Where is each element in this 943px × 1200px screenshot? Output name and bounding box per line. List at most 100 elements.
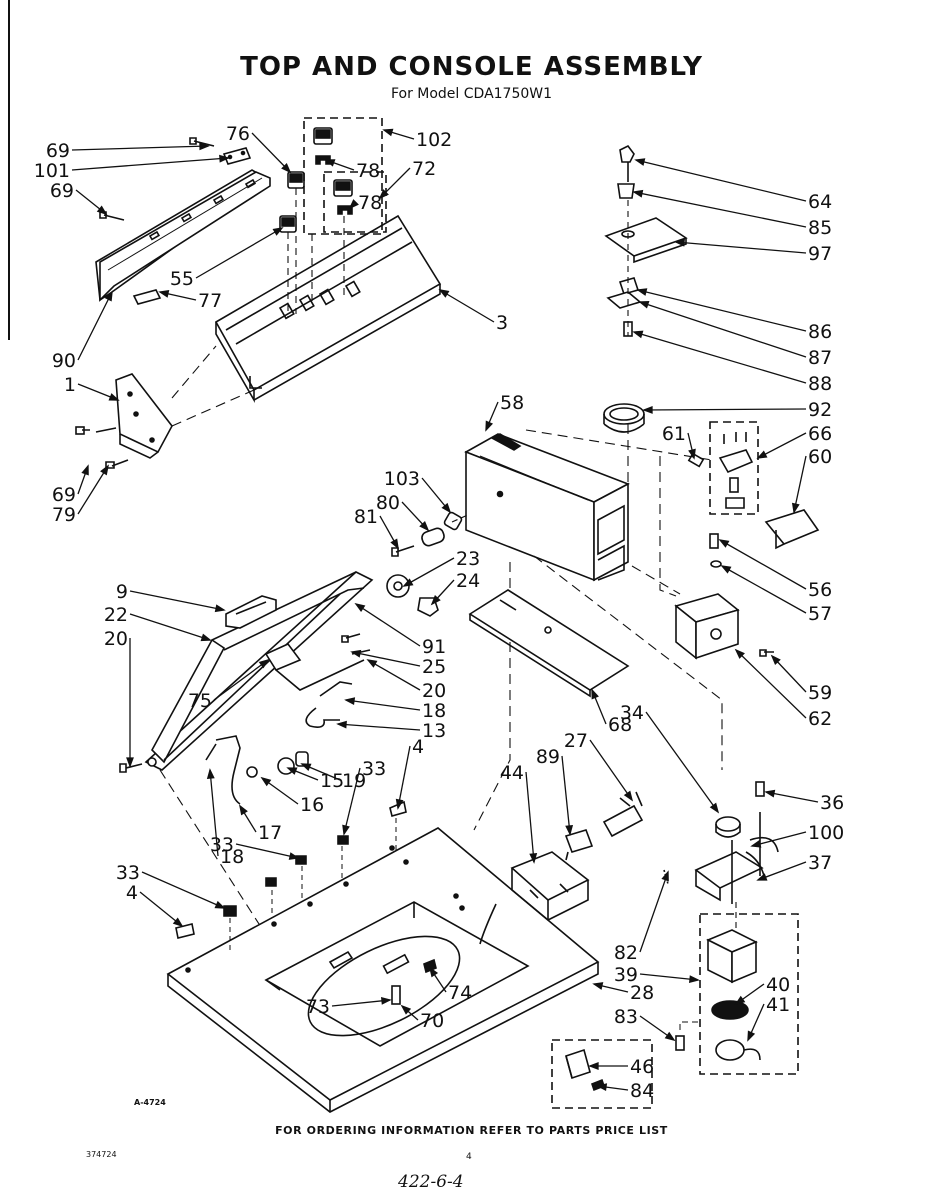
callout-arrowhead	[591, 688, 599, 700]
callout-label: 85	[808, 217, 832, 239]
callout-leader	[639, 871, 669, 953]
callout-leader	[129, 590, 225, 611]
callout-arrowhead	[172, 917, 184, 928]
callout-label: 75	[188, 690, 212, 712]
callout-arrowhead	[485, 420, 494, 432]
callout-label: 55	[170, 268, 194, 290]
callout-arrowhead	[632, 189, 644, 198]
callout-arrowhead	[390, 538, 399, 550]
callout-leader	[343, 767, 361, 835]
callout-label: 79	[52, 504, 76, 526]
callout-leader	[235, 843, 299, 859]
callout-leader	[209, 769, 219, 857]
switch-group-72	[323, 171, 387, 233]
callout-arrowhead	[674, 238, 685, 247]
callout-leader	[639, 301, 807, 358]
callout-label: 64	[808, 191, 832, 213]
callout-arrowhead	[638, 300, 650, 309]
callout-label: 76	[226, 123, 250, 145]
callout-leader	[643, 408, 807, 411]
callout-leader	[331, 999, 391, 1007]
callout-arrowhead	[688, 448, 696, 460]
callout-label: 20	[422, 680, 446, 702]
callout-leader	[635, 159, 807, 202]
callout-leader	[719, 539, 807, 590]
callout-arrowhead	[206, 768, 215, 779]
callout-leader	[71, 145, 209, 151]
callout-arrowhead	[342, 824, 350, 836]
callout-arrowhead	[214, 900, 226, 909]
handwritten-note: 422-6-4	[398, 1172, 464, 1192]
callout-label: 59	[808, 682, 832, 704]
callout-arrowhead	[734, 648, 745, 659]
bracket-60	[764, 509, 820, 550]
callout-label: 61	[662, 423, 686, 445]
callout-arrowhead	[258, 658, 270, 669]
callout-leader	[403, 557, 455, 587]
callout-leader	[355, 603, 421, 647]
callout-leader	[337, 723, 421, 731]
lid-switch-parts	[264, 633, 371, 691]
callout-label: 33	[362, 758, 386, 780]
callout-arrowhead	[588, 1062, 599, 1070]
callout-arrowhead	[632, 330, 644, 339]
callout-arrowhead	[770, 654, 781, 665]
callout-label: 17	[258, 822, 282, 844]
callout-leader	[675, 241, 807, 254]
console-back-panel	[95, 169, 271, 302]
lid-switch-89	[564, 829, 594, 861]
callout-arrowhead	[344, 697, 356, 706]
timer-bezel-92	[603, 403, 645, 433]
dashed-leaders-switches	[287, 188, 345, 318]
callout-leader	[139, 891, 183, 927]
callout-leader	[751, 831, 807, 847]
callout-arrowhead	[596, 1083, 608, 1092]
callout-label: 66	[808, 423, 832, 445]
callout-leader	[195, 227, 283, 279]
callout-label: 33	[210, 834, 234, 856]
callout-label: 18	[220, 846, 244, 868]
mounting-plate-68	[468, 589, 630, 698]
callout-label: 33	[116, 862, 140, 884]
timer-motor-group-66	[709, 421, 759, 515]
callout-arrowhead	[378, 189, 389, 200]
callout-label: 70	[420, 1010, 444, 1032]
callout-arrowhead	[260, 776, 272, 787]
callout-label: 82	[614, 942, 638, 964]
callout-arrowhead	[108, 393, 120, 401]
callout-label: 15	[320, 770, 344, 792]
callout-label: 72	[412, 158, 436, 180]
callout-arrowhead	[158, 290, 170, 298]
callout-arrowhead	[214, 604, 226, 613]
callout-arrowhead	[661, 870, 669, 882]
callout-arrowhead	[348, 199, 359, 210]
callout-leader	[525, 771, 535, 863]
motor-group-39	[699, 913, 799, 1075]
callout-arrowhead	[718, 539, 730, 548]
callout-arrowhead	[688, 975, 700, 984]
callout-label: 3	[496, 312, 508, 334]
callout-label: 24	[456, 570, 480, 592]
callout-leader	[439, 289, 495, 323]
page-title: TOP AND CONSOLE ASSEMBLY	[240, 52, 703, 82]
callout-label: 56	[808, 579, 832, 601]
callout-label: 19	[342, 770, 366, 792]
callout-label: 1	[64, 374, 76, 396]
ordering-footer: FOR ORDERING INFORMATION REFER TO PARTS …	[275, 1124, 668, 1137]
callout-leader	[721, 565, 807, 614]
callout-arrowhead	[200, 633, 212, 642]
callout-arrowhead	[219, 154, 230, 163]
callout-label: 9	[116, 581, 128, 603]
callout-leader	[633, 331, 807, 384]
callout-label: 58	[500, 392, 524, 414]
end-cap-bracket	[75, 345, 255, 469]
callout-label: 20	[104, 628, 128, 650]
callout-label: 103	[384, 468, 420, 490]
callout-leader	[345, 699, 421, 711]
callout-label: 86	[808, 321, 832, 343]
callout-arrowhead	[104, 290, 113, 302]
figure-number: A-4724	[134, 1098, 166, 1107]
callout-arrowhead	[750, 840, 762, 848]
callout-label: 4	[126, 882, 138, 904]
